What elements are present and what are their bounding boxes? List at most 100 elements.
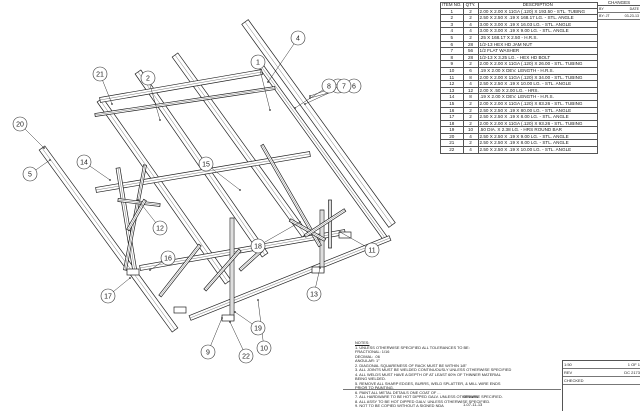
balloon-circle xyxy=(364,242,380,258)
balloon-circle xyxy=(12,116,28,132)
base-plate xyxy=(311,266,325,274)
bom-cell-desc: 2.50 X 2.50 X .19 X 80.00 LG. - STL. ANG… xyxy=(477,106,599,115)
leader-dot xyxy=(137,199,139,201)
balloon-circle xyxy=(160,250,176,266)
leader-line xyxy=(257,61,271,111)
bom-cell-desc: 2.00 X 2.00 X 11GA (.120) X 83.26 - STL.… xyxy=(477,99,599,108)
member-centerline xyxy=(159,244,201,297)
bom-cell-item: 14 xyxy=(440,93,464,101)
bom-cell-item: 16 xyxy=(440,106,464,115)
balloon-label: 12 xyxy=(156,225,164,232)
leader-dot xyxy=(49,159,51,161)
note-line: 5. REMOVE ALL SHARP EDGES, BURRS, WELD S… xyxy=(355,381,501,386)
note-line: 9. NOT TO BE COPIED WITHOUT A SIGNED NDA xyxy=(355,404,444,408)
title-block-row: REV DC 2173 xyxy=(563,369,640,377)
bom-cell-qty: 2 xyxy=(462,99,479,108)
changes-rev-date: 03-23-13 xyxy=(624,14,639,18)
bom-cell-desc: 2.50 X 2.50 X .19 X 168.17 LG. - STL. AN… xyxy=(477,14,599,22)
leader-dot xyxy=(239,189,241,191)
notes-block: NOTES: 1. UNLESS OTHERWISE SPECIFIED ALL… xyxy=(355,341,570,409)
member-centerline xyxy=(289,219,326,241)
bom-cell-item: 3 xyxy=(440,20,464,29)
member-centerline xyxy=(41,147,176,331)
bom-cell-desc: 2.00 X 2.00 X 11GA (.120) X 193.50 - STL… xyxy=(477,7,599,16)
bom-cell-qty: 4 xyxy=(462,20,479,29)
base-plate xyxy=(126,268,140,276)
leader-dot xyxy=(234,311,236,313)
note-line: 7. ALL HARDWARE TO BE HOT DIPPED GALV. U… xyxy=(355,395,503,399)
bom-cell-qty: 2 xyxy=(462,119,479,128)
title-block: 1:50 1 OF 1 REV DC 2173 CHECKED DRAWN 1-… xyxy=(343,360,640,411)
bom-cell-qty: 10 xyxy=(462,126,479,134)
bom-cell-qty: 2 xyxy=(462,7,479,16)
leader-dot xyxy=(111,103,113,105)
leader-dot xyxy=(319,267,321,269)
bom-cell-qty: 2 xyxy=(462,106,479,115)
title-block-rev-label: REV xyxy=(564,370,573,375)
changes-date-label: DATE xyxy=(629,7,639,11)
title-block-checked-label: CHECKED xyxy=(564,378,584,383)
balloon-label: 2 xyxy=(146,75,150,82)
bom-cell-item: 21 xyxy=(440,139,464,148)
bom-cell-desc: 2.00 X 2.00 X 11GA (.120) X 34.00 - STL.… xyxy=(477,73,599,82)
balloon-label: 11 xyxy=(368,247,375,254)
balloon-label: 15 xyxy=(202,161,210,168)
member-centerline xyxy=(244,21,393,226)
leader-dot xyxy=(129,277,131,279)
changes-header-row: BY DATE xyxy=(598,6,640,13)
leader-dot xyxy=(269,109,271,111)
leader-dot xyxy=(304,103,306,105)
title-block-drawn-label: DRAWN xyxy=(463,394,478,399)
balloon-circle xyxy=(250,320,266,336)
balloon-label: 13 xyxy=(310,291,318,298)
balloon-circle xyxy=(238,348,254,364)
balloon-label: 21 xyxy=(96,71,104,78)
leader-dot xyxy=(149,269,151,271)
balloon-label: 17 xyxy=(104,293,112,300)
bom-cell-item: 13 xyxy=(440,86,464,95)
note-line: 6. PAINT ALL METAL DETAILS ONE COAT OF .… xyxy=(355,390,441,395)
leader-dot xyxy=(109,179,111,181)
bom-cell-desc: 2.50 X 2.50 X .19 X 8.00 LG. - STL. ANGL… xyxy=(477,139,599,148)
member-centerline xyxy=(239,249,263,271)
member-centerline xyxy=(304,209,346,237)
note-line: ANGULAR: 1° xyxy=(355,359,380,363)
bom-cell-desc: 2.00 X .50 X 2.00 LG. - HRS. xyxy=(477,86,599,95)
bom-cell-qty: 8 xyxy=(462,93,479,101)
balloon-circle xyxy=(22,166,38,182)
member-centerline xyxy=(117,199,161,206)
bom-cell-qty: 2 xyxy=(462,14,479,22)
changes-by-label: BY xyxy=(599,7,604,11)
balloon-circle xyxy=(290,30,306,46)
balloon-label: 10 xyxy=(260,345,268,352)
note-line: BEING WELDED. xyxy=(355,377,386,381)
title-block-scale: 1:50 xyxy=(564,362,572,367)
member-centerline xyxy=(204,249,241,291)
balloon-circle xyxy=(140,70,156,86)
bom-cell-item: 11 xyxy=(440,73,464,82)
bom-cell-desc: 1/2-13 HEX HD JAM NUT xyxy=(477,40,599,49)
bom-cell-desc: 2.50 X 2.50 X .19 X 10.00 LG. - STL. ANG… xyxy=(477,146,599,154)
bom-cell-item: 4 xyxy=(440,27,464,35)
member-centerline xyxy=(117,167,136,273)
title-block-drawing-number: DC 2173 xyxy=(624,370,640,375)
title-block-row: CHECKED xyxy=(563,377,640,385)
balloon-label: 5 xyxy=(28,171,32,178)
bom-cell-qty: 2 xyxy=(462,33,479,42)
bom-cell-qty: 12 xyxy=(462,86,479,95)
bom-cell-desc: 2.00 X 2.00 X 11GA (.120) X 26.00 - STL.… xyxy=(477,60,599,68)
leader-line xyxy=(267,37,299,83)
title-block-date: 1-07-11-13 xyxy=(463,402,483,407)
bom-cell-qty: 28 xyxy=(462,53,479,62)
bom-cell-item: 5 xyxy=(440,33,464,42)
balloon-circle xyxy=(321,78,337,94)
